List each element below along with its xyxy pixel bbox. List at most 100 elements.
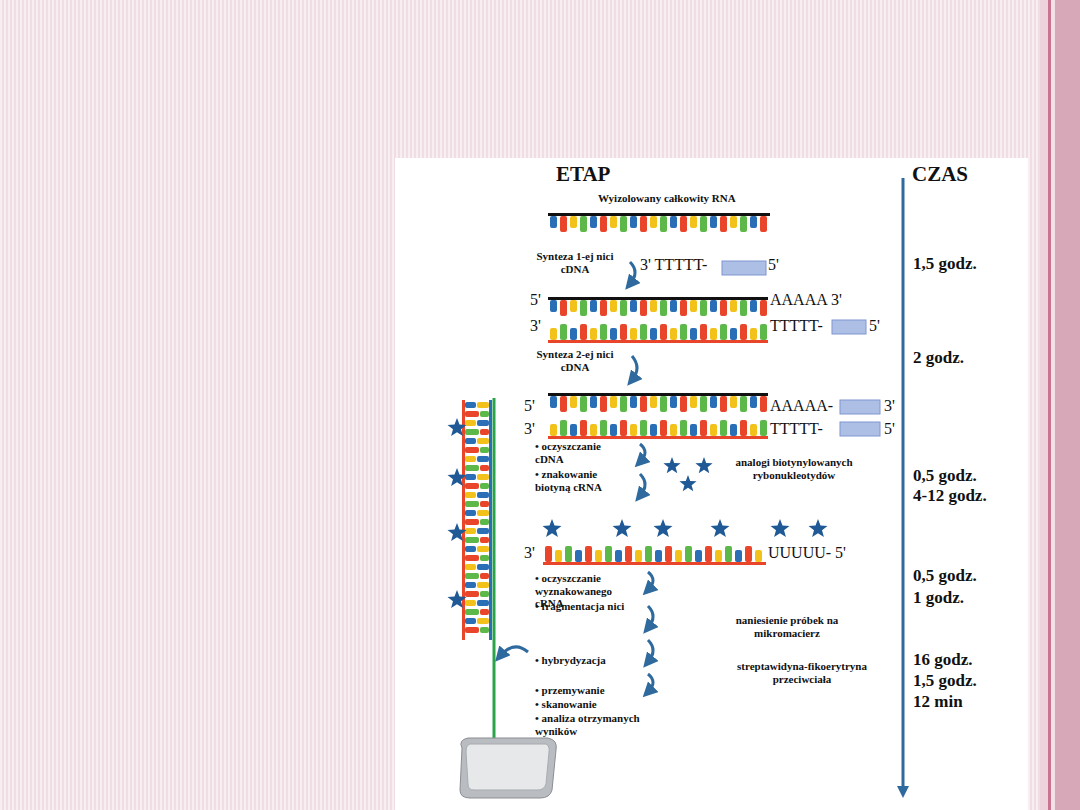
time-label: 1,5 godz. [913,254,977,274]
strand-end-label: 3' [530,317,541,335]
probe-line [493,398,496,750]
time-label: 1,5 godz. [913,671,977,691]
nucleotide [650,328,657,340]
nucleotide [480,411,489,417]
nucleotide [740,396,747,412]
nucleotide [745,546,752,562]
nucleotide [680,216,687,232]
nucleotide [670,300,677,312]
nucleotide [477,600,489,606]
nucleotide [700,324,707,340]
biotin-star [448,468,467,486]
nucleotide [465,456,476,462]
biotin-star [448,418,467,436]
nucleotide [750,216,757,228]
strand-end-label: UUUUU- 5' [768,544,846,562]
nucleotide [740,420,747,436]
nucleotide [640,216,647,232]
nucleotide [720,216,727,232]
edge-band [1040,0,1048,810]
time-label: 0,5 godz. [913,466,977,486]
nucleotide [580,300,587,316]
figure-panel [395,158,1028,810]
nucleotide [570,300,577,312]
biotin-star [809,519,828,537]
nucleotide [480,591,489,597]
nucleotide [465,528,476,534]
nucleotide [580,324,587,340]
nucleotide [620,324,627,340]
nucleotide [620,396,627,412]
nucleotide [650,424,657,436]
nucleotide [465,492,476,498]
nucleotide [640,324,647,340]
nucleotide [730,424,737,436]
time-label: 16 godz. [913,650,973,670]
nucleotide [705,546,712,562]
nucleotide [477,474,489,480]
step-label: • analiza otrzymanych wyników [535,712,645,737]
nucleotide [550,424,557,436]
strand-end-label: TTTTT- [770,317,823,335]
nucleotide [465,555,479,561]
nucleotide [695,550,702,562]
nucleotide [477,420,489,426]
nucleotide [630,328,637,340]
nucleotide [680,324,687,340]
nucleotide [590,328,597,340]
biotin-star [695,457,712,473]
nucleotide [750,424,757,436]
step-label: Synteza 2-ej nici cDNA [530,348,620,373]
edge-band [1055,0,1080,810]
nucleotide [560,420,567,436]
nucleotide [465,501,479,507]
nucleotide [650,300,657,312]
strand-end-label: TTTTT- [770,420,823,438]
nucleotide [465,519,479,525]
primer-tag [840,422,880,436]
nucleotide [710,300,717,312]
nucleotide [570,424,577,436]
nucleotide [620,216,627,232]
nucleotide [465,420,476,426]
nucleotide [760,300,767,316]
nucleotide [565,546,572,562]
nucleotide [760,216,767,232]
nucleotide [580,216,587,232]
nucleotide [645,546,652,562]
nucleotide [730,300,737,312]
nucleotide [630,396,637,408]
step-label: streptawidyna-fikoerytryna przeciwciała [712,660,892,685]
edge-band [1051,0,1055,810]
nucleotide [550,328,557,340]
nucleotide [580,420,587,436]
nucleotide [477,402,489,408]
nucleotide [595,550,602,562]
nucleotide [550,396,557,408]
nucleotide [465,591,479,597]
nucleotide [740,300,747,316]
nucleotide [690,424,697,436]
nucleotide [480,537,489,543]
nucleotide [480,483,489,489]
nucleotide [700,396,707,412]
nucleotide [560,216,567,232]
nucleotide [655,550,662,562]
nucleotide [720,324,727,340]
nucleotide [610,424,617,436]
nucleotide [480,519,489,525]
nucleotide [740,324,747,340]
nucleotide [585,546,592,562]
nucleotide [660,300,667,316]
biotin-star [711,519,730,537]
primer-tag [840,400,880,414]
backbone [548,213,770,216]
step-label: • fragmentacja nici [535,600,639,613]
strand-end-label: AAAAA 3' [770,291,842,309]
nucleotide [750,300,757,312]
biotin-star [448,523,467,541]
nucleotide [620,300,627,316]
nucleotide [730,328,737,340]
step-label: • przemywanie [535,684,605,697]
strand-end-label: 5' [524,397,535,415]
